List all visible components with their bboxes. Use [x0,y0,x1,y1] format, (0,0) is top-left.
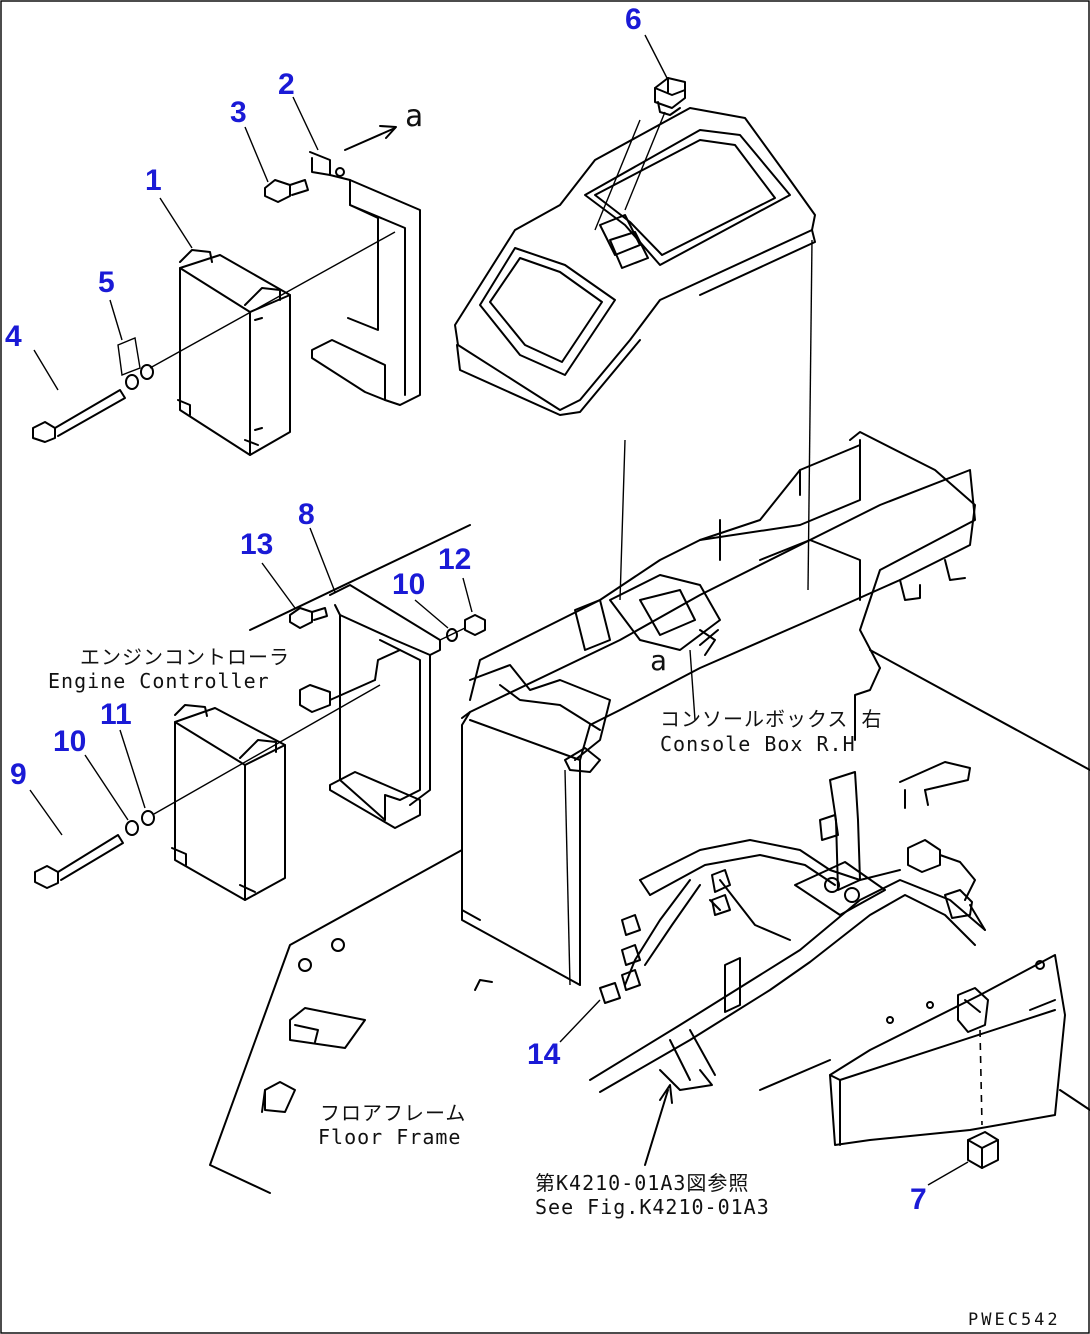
see-fig-arrow [644,1084,673,1166]
bolt-4 [32,389,126,443]
callout-7[interactable]: 7 [910,1183,927,1216]
washers-5 [117,231,396,390]
arrow-a-lower [699,629,719,646]
washer-nut-upper [439,614,486,642]
ref-a-lower: a [650,644,668,677]
bolt-3 [264,179,309,203]
callout-13[interactable]: 13 [240,528,274,561]
callout-5[interactable]: 5 [98,266,115,299]
label-engine-controller-jp: エンジンコントローラ [80,645,290,669]
callout-2[interactable]: 2 [278,68,295,101]
callout-1[interactable]: 1 [145,164,162,197]
callout-6[interactable]: 6 [625,3,642,36]
label-console-box-en: Console Box R.H [660,732,856,756]
wiring-harness [589,667,986,1093]
bracket-upper [309,151,421,406]
side-frame [829,954,1066,1169]
bolt-9 [34,834,124,889]
leader-lines [29,34,969,1186]
label-see-fig-en: See Fig.K4210-01A3 [535,1195,770,1219]
floor-frame [209,524,1090,1194]
label-floor-frame-jp: フロアフレーム [320,1101,467,1125]
callout-3[interactable]: 3 [230,96,247,129]
switch-6 [654,77,686,116]
callout-11[interactable]: 11 [100,698,132,731]
console-cover [454,107,816,416]
callout-12[interactable]: 12 [438,543,472,576]
callout-10-upper[interactable]: 10 [392,568,426,601]
callout-14[interactable]: 14 [527,1038,561,1071]
controller-lower [171,704,286,901]
ref-a-upper: a [405,99,425,134]
label-see-fig-jp: 第K4210-01A3図参照 [535,1171,750,1195]
callout-4[interactable]: 4 [5,320,22,353]
arrow-a-upper [344,125,397,151]
bolt-13 [289,607,328,629]
callout-8[interactable]: 8 [298,498,315,531]
label-engine-controller-en: Engine Controller [48,669,270,693]
drawing-code: PWEC542 [968,1310,1061,1330]
callout-9[interactable]: 9 [10,758,27,791]
label-console-box-jp: コンソールボックス 右 [660,707,883,731]
callout-10-lower[interactable]: 10 [53,725,87,758]
bracket-lower [299,584,441,829]
console-frame [461,239,976,986]
washers-lower [125,684,381,836]
controller-upper [177,249,291,456]
label-floor-frame-en: Floor Frame [318,1125,462,1149]
